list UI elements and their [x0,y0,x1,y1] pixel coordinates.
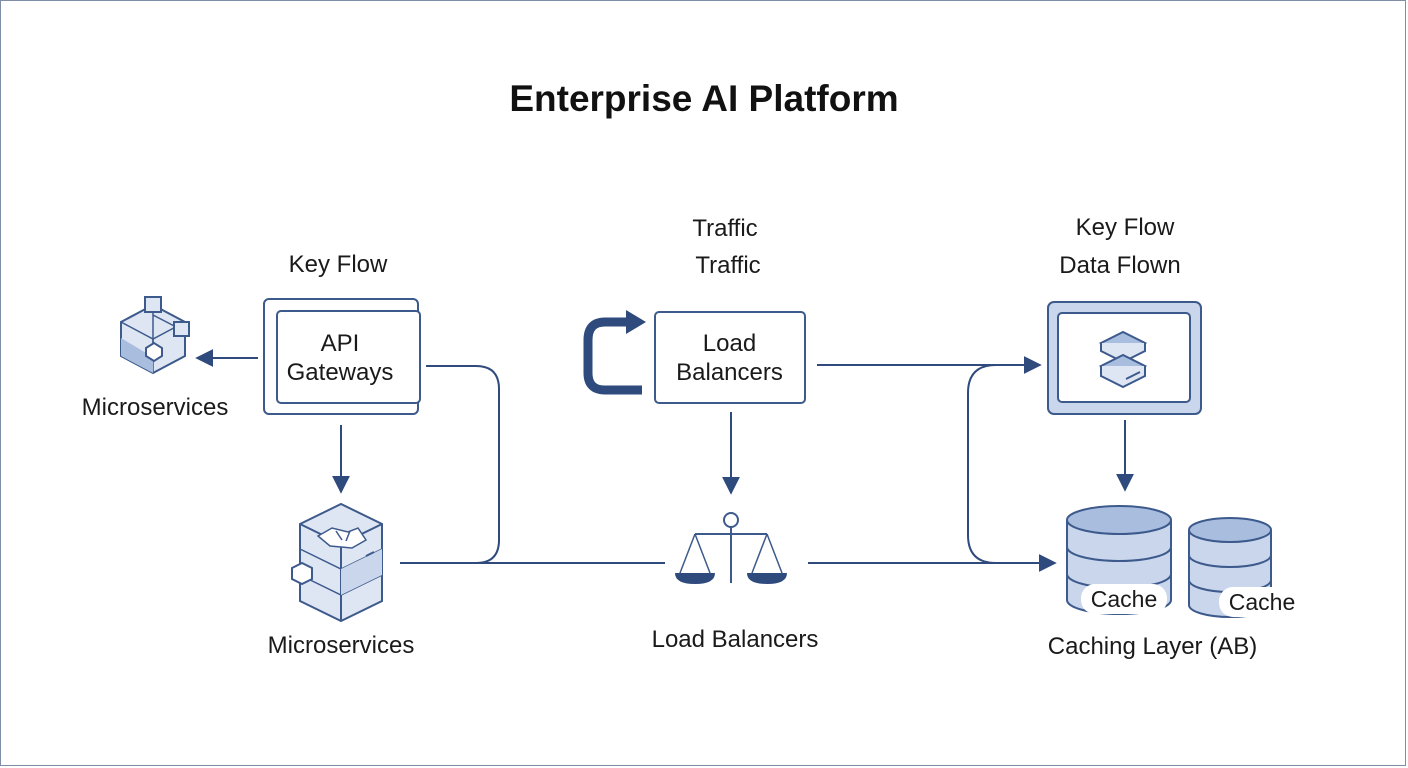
page-title: Enterprise AI Platform [509,78,899,119]
loop-arrow-icon [583,310,646,395]
cube-network-icon [120,296,190,375]
caching-layer-label: Caching Layer (AB) [1047,633,1258,660]
traffic-label-2: Traffic [695,252,761,279]
load-balancers-box [654,311,806,404]
cache-label-1: Cache [1081,584,1167,614]
api-gateways-line-1: API [320,330,360,357]
traffic-label-1: Traffic [692,215,758,242]
load-balancers-box-label: Load Balancers [657,329,802,387]
microservices-bottom-label: Microservices [267,632,415,659]
load-balancers-line-2: Balancers [676,359,783,386]
connector-right-loop [967,364,1050,564]
cache-label-2: Cache [1219,587,1305,617]
left-header-label: Key Flow [288,251,388,278]
api-gateways-label: API Gateways [270,329,410,387]
right-header-label-2: Data Flown [1059,252,1181,279]
load-balancers-bottom-label: Load Balancers [651,626,819,653]
connectors [195,349,1134,572]
layers-icon [1098,330,1148,389]
balance-scale-icon [675,512,787,584]
api-gateways-line-2: Gateways [286,359,394,386]
connector-gateway-bus [400,365,500,564]
server-cube-icon [291,502,383,623]
load-balancers-line-1: Load [702,330,757,357]
microservices-top-label: Microservices [81,394,229,421]
right-header-label-1: Key Flow [1075,214,1175,241]
api-gateways-box [263,298,421,415]
